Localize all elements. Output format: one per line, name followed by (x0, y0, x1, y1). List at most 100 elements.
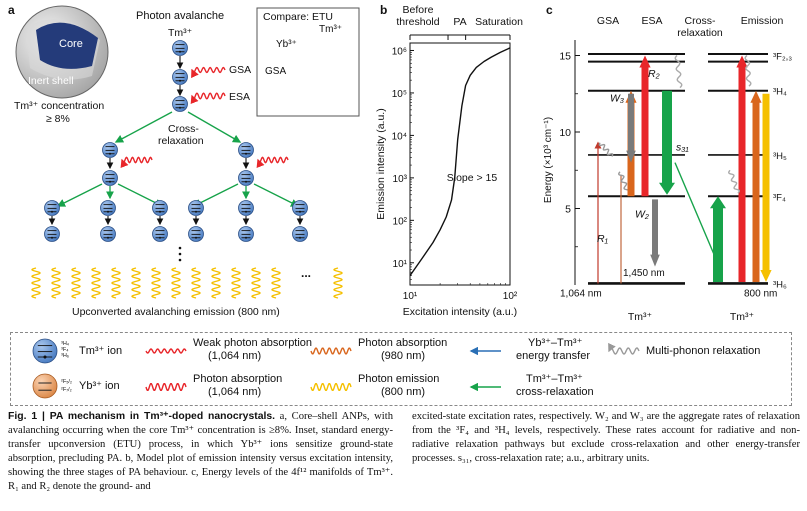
legend-tm-level-label: ³H₄ (61, 341, 70, 347)
tm-ion (152, 226, 168, 242)
column-label-esa: ESA (641, 15, 662, 27)
tm-ion (238, 200, 254, 216)
tm-ion-top-3 (172, 96, 188, 112)
tm-ion (238, 142, 254, 158)
panel-c-label: c (546, 3, 553, 17)
tm-ion (238, 226, 254, 242)
emission-photon-icon (91, 267, 101, 299)
gsa-photon-icon (191, 66, 226, 79)
emission-photon-icon (251, 267, 261, 299)
legend-absorption-icon (145, 382, 187, 392)
legend-multiphonon-icon (608, 342, 640, 355)
legend-tm-level-label: ³F₄ (61, 347, 69, 353)
cross-relaxation-label-1: Cross- (168, 123, 199, 135)
y-tick-label: 10⁶ (392, 46, 407, 57)
emission-label: Upconverted avalanching emission (800 nm… (72, 306, 280, 318)
level-label-3h6: ³H₆ (773, 279, 787, 290)
emission-curve (409, 47, 511, 277)
legend-yb-tm-transfer: Yb³⁺–Tm³⁺ (528, 337, 583, 349)
column-label-gsa: GSA (597, 15, 619, 27)
caption-right: excited-state excitation rates, respecti… (412, 410, 800, 466)
energy-tick-label: 10 (559, 127, 571, 139)
y-tick-label: 10⁴ (392, 131, 407, 142)
concentration-label: Tm³⁺ concentration (14, 100, 105, 112)
multiphonon-relax-icon (598, 142, 614, 157)
legend-photon-emission: Photon emission (358, 373, 440, 385)
etu-inset-tm-label: Tm³⁺ (319, 24, 343, 35)
esa-red-arrow (639, 55, 651, 197)
wavelength-800: 800 nm (744, 288, 777, 299)
level-label-3h5: ³H₅ (773, 151, 787, 162)
ion-label-right: Tm³⁺ (730, 311, 755, 323)
tm-ion (44, 226, 60, 242)
plot-frame (409, 42, 511, 286)
legend-weak-absorption-icon (145, 348, 187, 354)
x-tick-label: 10¹ (403, 291, 418, 302)
cross-relax-arrow (187, 111, 242, 143)
multiphonon-relax-icon (744, 54, 752, 87)
legend-weak-absorption-nm: (1,064 nm) (208, 350, 262, 362)
tm-ion-label: Tm³⁺ (168, 27, 193, 39)
stage-label-saturation: Saturation (475, 16, 523, 28)
esa-photon-icon (120, 156, 153, 169)
legend-tm-tm-cross: Tm³⁺–Tm³⁺ (526, 373, 583, 385)
caption-left-text: a, Core–shell ANPs, with avalanching occ… (8, 411, 393, 492)
tm-ion (238, 170, 254, 186)
photon-avalanche-title: Photon avalanche (136, 10, 225, 22)
ellipsis-dot (178, 258, 182, 262)
rate-label-w2: W₂ (635, 209, 649, 221)
etu-inset-gsa-label: GSA (265, 66, 287, 77)
tm-ion-top-1 (172, 40, 188, 56)
legend-tm-ion: Tm³⁺ ion (79, 345, 123, 357)
legend-absorption-980-nm: (980 nm) (381, 350, 426, 362)
ion-label-left: Tm³⁺ (628, 311, 653, 323)
etu-inset-title: Compare: ETU (263, 11, 334, 23)
energy-axis-label: Energy (×10³ cm⁻¹) (543, 117, 554, 203)
panel-b-label: b (380, 3, 388, 17)
caption-left: Fig. 1 | PA mechanism in Tm³⁺-doped nano… (8, 410, 393, 493)
ellipsis-right: ... (301, 266, 312, 280)
tm-ion (188, 200, 204, 216)
multiphonon-relax-icon (728, 169, 740, 194)
tm-ion (292, 200, 308, 216)
level-label-3h4: ³H₄ (773, 87, 787, 98)
caption-right-text: excited-state excitation rates, respecti… (412, 411, 800, 464)
energy-tick-label: 5 (565, 204, 571, 216)
rate-label-r2: R₂ (648, 68, 660, 80)
y-axis-label: Emission intensity (a.u.) (375, 108, 387, 219)
legend-multiphonon: Multi-phonon relaxation (646, 345, 761, 357)
esa-photon-icon (190, 92, 226, 105)
figure-label: Fig. 1 | PA mechanism in Tm³⁺-doped nano… (8, 411, 276, 422)
emission-photon-icon (31, 267, 41, 299)
emission-yellow-arrow (760, 93, 772, 282)
emission-photon-icon (191, 267, 201, 299)
legend-tm-level-label: ³H₆ (61, 353, 69, 359)
column-label-emission: Emission (741, 15, 784, 27)
multiphonon-relax-icon (674, 55, 683, 89)
legend-tm-tm-cross-2: cross-relaxation (516, 386, 594, 398)
ellipsis-dot (178, 246, 182, 250)
gsa-label: GSA (229, 64, 252, 76)
emission-photon-icon (333, 267, 343, 299)
y-tick-label: 10² (393, 216, 408, 227)
tm-ion (152, 200, 168, 216)
emission-photon-icon (171, 267, 181, 299)
column-label-cross-relaxation: Cross- (685, 15, 716, 27)
tm-ion (292, 226, 308, 242)
y-tick-label: 10¹ (393, 259, 408, 270)
level-label-3f4: ³F₄ (773, 192, 786, 203)
legend-yb-tm-transfer-2: energy transfer (516, 350, 590, 362)
cross-relax-arrow (114, 111, 173, 143)
tm-ion (44, 200, 60, 216)
legend-weak-absorption: Weak photon absorption (193, 337, 313, 349)
emission-photon-icon (131, 267, 141, 299)
tm-ion (100, 226, 116, 242)
emission-photon-icon (51, 267, 61, 299)
core-label: Core (59, 38, 83, 50)
legend-980-icon (310, 347, 352, 355)
etu-inset-box (256, 7, 360, 117)
x-tick-label: 10² (503, 291, 518, 302)
stage-label-before: threshold (396, 16, 439, 28)
